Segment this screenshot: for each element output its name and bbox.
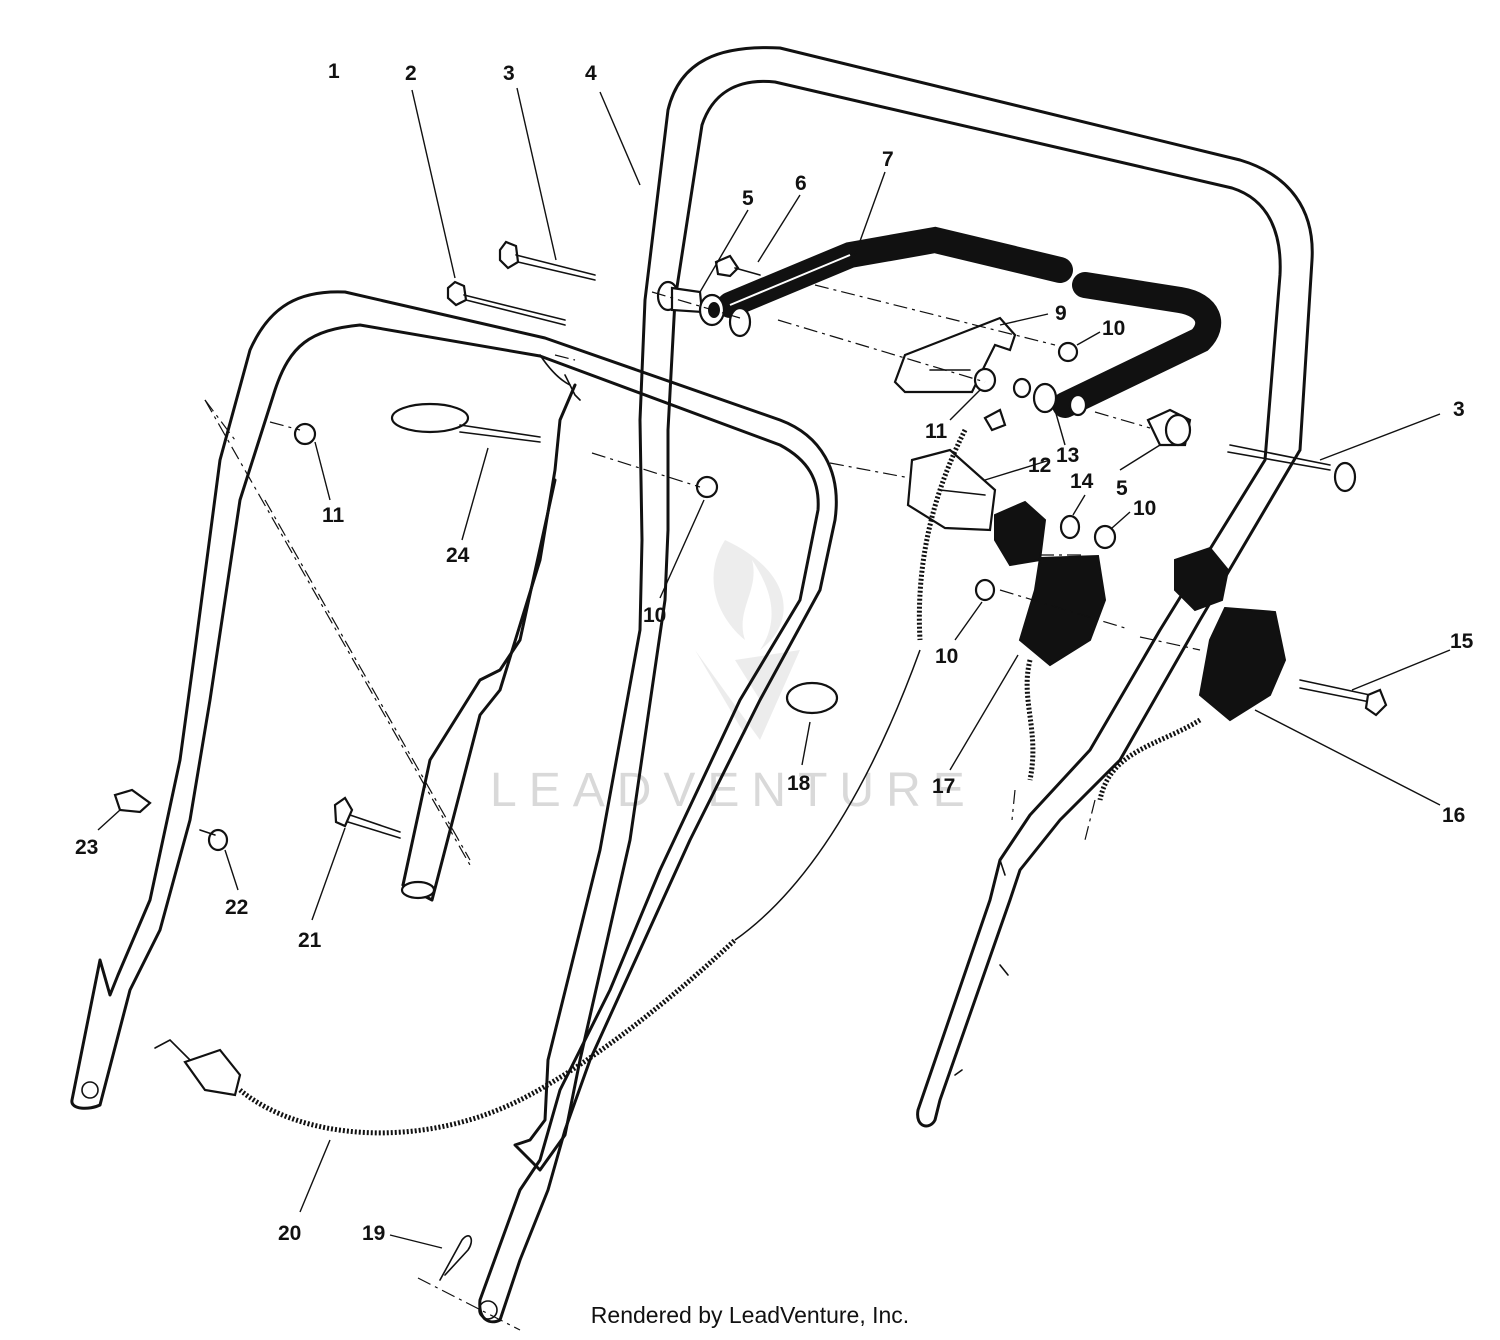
callout-2: 2 [405,62,417,85]
callout-23: 23 [75,836,98,859]
callout-19: 19 [362,1222,385,1245]
control-bail [717,226,1222,418]
upper-hardware [293,240,1357,715]
callout-16: 16 [1442,804,1465,827]
callout-10: 10 [643,604,666,627]
cables [154,428,1202,1136]
callout-labels: 1 2 3 4 5 6 7 9 10 3 11 11 24 12 13 14 5… [75,60,1474,1245]
callout-10: 10 [935,645,958,668]
callout-17: 17 [932,775,955,798]
callout-12: 12 [1028,454,1051,477]
callout-22: 22 [225,896,248,919]
callout-20: 20 [278,1222,301,1245]
callout-10: 10 [1102,317,1125,340]
callout-10: 10 [1133,497,1156,520]
render-credit: Rendered by LeadVenture, Inc. [590,1302,910,1328]
assembly-lines [269,284,1201,1331]
leader-lines [97,87,1451,1249]
callout-5: 5 [742,187,754,210]
callout-3: 3 [1453,398,1465,421]
callout-21: 21 [298,929,322,952]
callout-15: 15 [1450,630,1474,653]
upper-handle [513,46,1314,1172]
watermark-text: LEADVENTURE [490,764,977,817]
callout-14: 14 [1070,470,1094,493]
callout-5: 5 [1116,477,1128,500]
lower-hardware [113,788,473,1281]
callout-1: 1 [328,60,340,83]
callout-18: 18 [787,772,811,795]
callout-9: 9 [1055,302,1067,325]
lower-handle [70,290,838,1324]
callout-11: 11 [925,420,948,443]
callout-13: 13 [1056,444,1079,467]
bail-bracket [893,316,1017,394]
callout-6: 6 [795,172,807,195]
callout-4: 4 [585,62,597,85]
callout-24: 24 [446,544,470,567]
callout-3: 3 [503,62,515,85]
callout-11: 11 [322,504,345,527]
switch-assembly [906,408,1388,722]
callout-7: 7 [882,148,894,171]
watermark-logo-icon [695,540,800,740]
